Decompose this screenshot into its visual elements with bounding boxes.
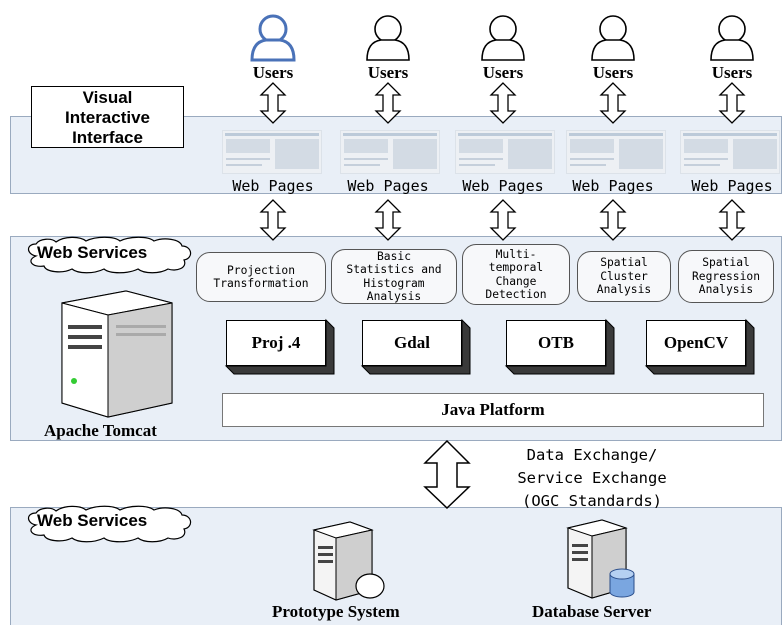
library-label: OTB — [506, 320, 606, 366]
java-platform: Java Platform — [222, 393, 764, 427]
web-pages-label: Web Pages — [572, 177, 654, 195]
web-pages-label: Web Pages — [347, 177, 429, 195]
users-label: Users — [711, 63, 753, 82]
users-label: Users — [252, 63, 294, 82]
library-label: Gdal — [362, 320, 462, 366]
exchange-line: (OGC Standards) — [522, 492, 662, 510]
web-page-thumbnail — [222, 130, 322, 174]
web-services-cloud-label: Web Services — [37, 511, 148, 530]
service-spatial-cluster: Spatial Cluster Analysis — [577, 251, 671, 302]
service-multitemporal-change: Multi- temporal Change Detection — [462, 244, 570, 305]
library-label: Proj .4 — [226, 320, 326, 366]
service-projection-transformation: Projection Transformation — [196, 252, 326, 302]
web-services-cloud-icon — [27, 236, 192, 274]
web-pages-label: Web Pages — [691, 177, 773, 195]
prototype-system-label: Prototype System — [272, 602, 400, 621]
library-otb: OTB — [506, 320, 614, 374]
web-page-thumbnail — [680, 130, 780, 174]
data-exchange-arrow-icon — [423, 439, 471, 510]
library-proj4: Proj .4 — [226, 320, 334, 374]
web-services-cloud-label: Web Services — [37, 243, 148, 262]
user-icon — [710, 15, 754, 61]
server-icon — [312, 521, 385, 601]
visual-interface-title: Visual Interactive Interface — [31, 86, 184, 148]
exchange-line: Data Exchange/ — [526, 446, 658, 464]
database-server-label: Database Server — [532, 602, 652, 621]
users-label: Users — [482, 63, 524, 82]
users-label: Users — [592, 63, 634, 82]
exchange-line: Service Exchange — [517, 469, 667, 487]
database-server-icon — [566, 519, 635, 599]
title-line: Interactive — [64, 108, 151, 127]
web-page-thumbnail — [340, 130, 440, 174]
service-spatial-regression: Spatial Regression Analysis — [678, 250, 774, 303]
web-page-thumbnail — [566, 130, 666, 174]
web-page-thumbnail — [455, 130, 555, 174]
library-opencv: OpenCV — [646, 320, 754, 374]
web-pages-label: Web Pages — [462, 177, 544, 195]
library-label: OpenCV — [646, 320, 746, 366]
users-icons-layer — [250, 14, 754, 62]
apache-tomcat-label: Apache Tomcat — [44, 421, 157, 440]
user-icon — [481, 15, 525, 61]
server-icon — [61, 290, 173, 418]
user-icon — [591, 15, 635, 61]
user-icon — [366, 15, 410, 61]
web-services-cloud-icon — [27, 505, 192, 543]
users-label: Users — [367, 63, 409, 82]
web-pages-label: Web Pages — [232, 177, 314, 195]
library-gdal: Gdal — [362, 320, 470, 374]
data-exchange-label: Data Exchange/ Service Exchange (OGC Sta… — [482, 444, 702, 513]
title-line: Interface — [72, 128, 143, 147]
user-icon — [250, 14, 296, 62]
title-line: Visual — [82, 88, 133, 107]
service-basic-statistics: Basic Statistics and Histogram Analysis — [331, 249, 457, 304]
